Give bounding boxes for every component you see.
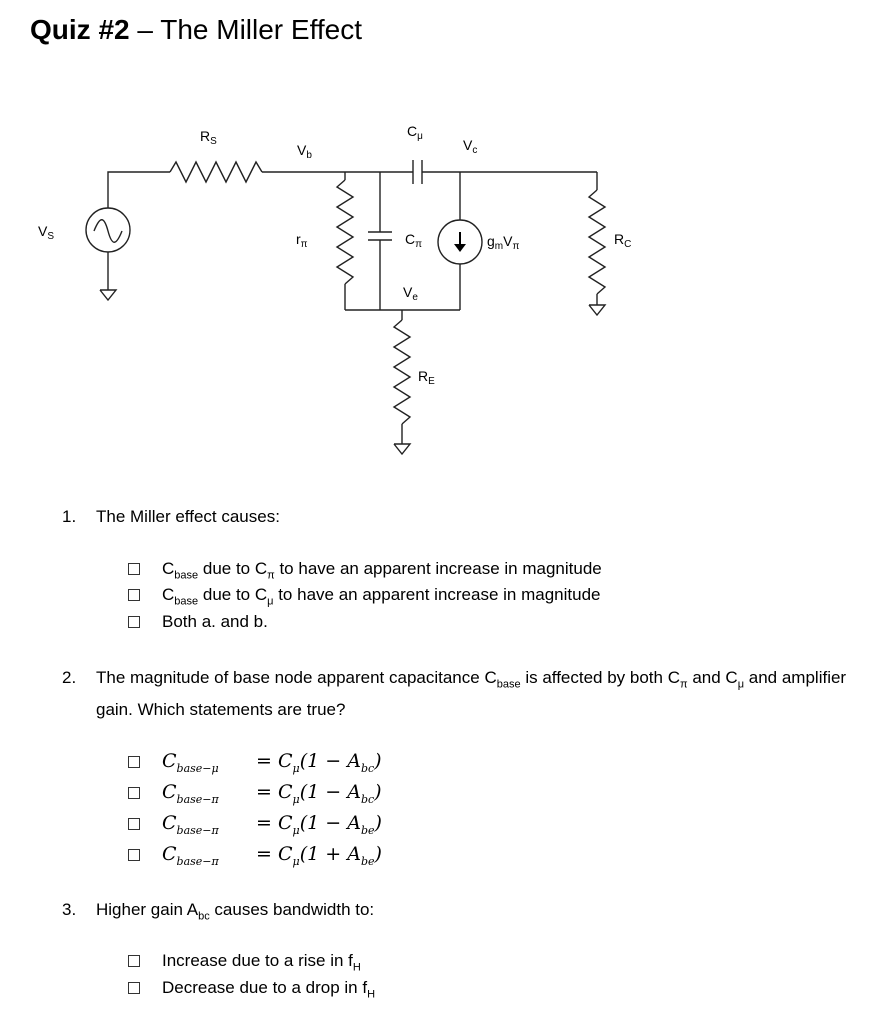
label-gm-vpi: gmVπ <box>487 233 519 252</box>
question-text: The Miller effect causes: <box>96 507 280 526</box>
label-vs: VS <box>38 223 54 242</box>
miller-circuit-diagram: RS Vb Cμ Vc VS rπ Cπ gmVπ RC Ve RE <box>38 123 631 456</box>
label-rc: RC <box>614 231 631 250</box>
q1-option-c[interactable]: Both a. and b. <box>128 612 268 632</box>
resistor-rc <box>587 189 607 295</box>
q3-option-a[interactable]: Increase due to a rise in fH <box>128 951 361 973</box>
label-rpi: rπ <box>296 231 308 250</box>
checkbox[interactable] <box>128 848 140 861</box>
resistor-re <box>392 319 412 425</box>
label-vb: Vb <box>297 142 312 161</box>
vs-sine <box>93 219 123 243</box>
checkbox[interactable] <box>128 981 140 994</box>
label-rs: RS <box>200 128 217 147</box>
equation: Cbase−π = Cμ(1 + Abe) <box>162 843 382 868</box>
checkbox[interactable] <box>128 786 140 799</box>
page-title: Quiz #2 – The Miller Effect <box>30 14 362 46</box>
q2-option-a[interactable]: Cbase−μ = Cμ(1 − Abc) <box>128 750 382 775</box>
q2-option-c[interactable]: Cbase−π = Cμ(1 − Abe) <box>128 812 382 837</box>
wire-source-top <box>107 171 170 208</box>
equation: Cbase−π = Cμ(1 − Abc) <box>162 781 382 806</box>
checkbox[interactable] <box>128 954 140 967</box>
q2-option-b[interactable]: Cbase−π = Cμ(1 − Abc) <box>128 781 382 806</box>
question-number: 1. <box>62 507 77 526</box>
label-ve: Ve <box>403 284 418 303</box>
question-2: 2. The magnitude of base node apparent c… <box>62 665 846 719</box>
label-vc: Vc <box>463 137 477 156</box>
question-1: 1. The Miller effect causes: <box>62 504 280 530</box>
gm-arrow-icon <box>454 244 466 252</box>
equation: Cbase−π = Cμ(1 − Abe) <box>162 812 382 837</box>
question-number: 3. <box>62 900 77 919</box>
q3-option-b[interactable]: Decrease due to a drop in fH <box>128 978 375 1000</box>
equation: Cbase−μ = Cμ(1 − Abc) <box>162 750 382 775</box>
checkbox[interactable] <box>128 588 140 601</box>
checkbox[interactable] <box>128 615 140 628</box>
ground-rc <box>588 304 607 317</box>
resistor-rpi <box>335 179 355 285</box>
quiz-number: Quiz #2 <box>30 14 130 45</box>
q2-option-d[interactable]: Cbase−π = Cμ(1 + Abe) <box>128 843 382 868</box>
checkbox[interactable] <box>128 755 140 768</box>
question-number: 2. <box>62 668 77 687</box>
question-text: The magnitude of base node apparent capa… <box>96 668 847 720</box>
label-cpi: Cπ <box>405 231 422 250</box>
label-cmu: Cμ <box>407 123 423 142</box>
ground-re <box>393 443 412 456</box>
q1-option-b[interactable]: Cbase due to Cμ to have an apparent incr… <box>128 585 601 607</box>
q1-option-a[interactable]: Cbase due to Cπ to have an apparent incr… <box>128 559 602 581</box>
checkbox[interactable] <box>128 817 140 830</box>
checkbox[interactable] <box>128 562 140 575</box>
ground-vs <box>99 289 118 302</box>
question-3: 3. Higher gain Abc causes bandwidth to: <box>62 897 374 923</box>
label-re: RE <box>418 368 435 387</box>
resistor-rs <box>169 160 263 184</box>
quiz-subtitle: – The Miller Effect <box>129 14 362 45</box>
question-text: Higher gain Abc causes bandwidth to: <box>96 900 375 923</box>
